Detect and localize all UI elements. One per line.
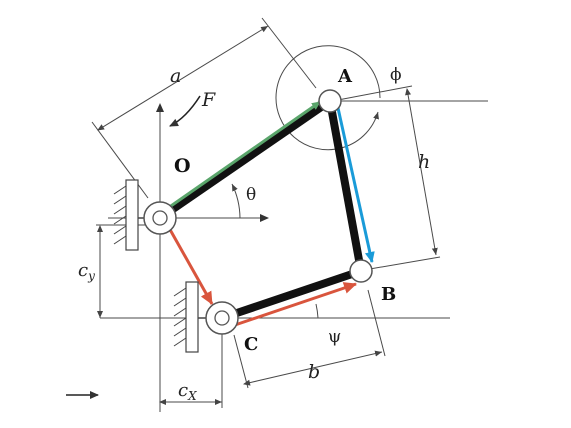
pivot-O-inner xyxy=(152,210,168,226)
links xyxy=(156,97,365,322)
vectors xyxy=(166,100,375,328)
vector-c xyxy=(166,225,214,305)
vector-a xyxy=(167,100,321,210)
pivot-A xyxy=(318,89,342,113)
pivots xyxy=(143,89,373,335)
label-dimension-cy: cy xyxy=(78,260,95,283)
labels: A B C O a h b cy cX θ ϕ ψ F xyxy=(78,65,430,403)
label-point-O: O xyxy=(174,155,191,177)
force-arc xyxy=(169,95,201,127)
ground-support-O xyxy=(113,179,146,251)
label-angle-psi: ψ xyxy=(328,327,341,347)
label-point-B: B xyxy=(381,284,396,305)
pivot-C-inner xyxy=(214,310,230,326)
label-angle-theta: θ xyxy=(246,185,256,205)
link-OA xyxy=(156,97,334,222)
ground-support-C xyxy=(173,281,208,353)
vector-h xyxy=(336,107,375,263)
label-dimension-cx: cX xyxy=(178,380,197,403)
label-dimension-b: b xyxy=(308,361,320,383)
dimension-h xyxy=(405,88,438,256)
label-angle-phi: ϕ xyxy=(390,65,402,85)
label-dimension-h: h xyxy=(418,151,430,173)
label-force-F: F xyxy=(201,89,216,111)
label-point-A: A xyxy=(337,66,353,87)
dimension-b xyxy=(243,350,383,386)
dimension-lines xyxy=(97,25,438,405)
vector-b xyxy=(231,282,357,328)
dimension-a xyxy=(97,25,269,131)
a-extension-A xyxy=(261,17,317,89)
pivot-B xyxy=(349,259,373,283)
label-dimension-a: a xyxy=(170,65,181,87)
h-extension-B xyxy=(363,256,441,271)
label-point-C: C xyxy=(244,334,258,355)
link-AB xyxy=(326,97,365,275)
theta-arc xyxy=(231,183,241,219)
psi-arc xyxy=(315,303,319,319)
h-extension-A xyxy=(337,85,413,101)
b-extension-B xyxy=(367,289,386,357)
a-extension-O xyxy=(91,121,149,199)
link-CB xyxy=(218,267,365,322)
